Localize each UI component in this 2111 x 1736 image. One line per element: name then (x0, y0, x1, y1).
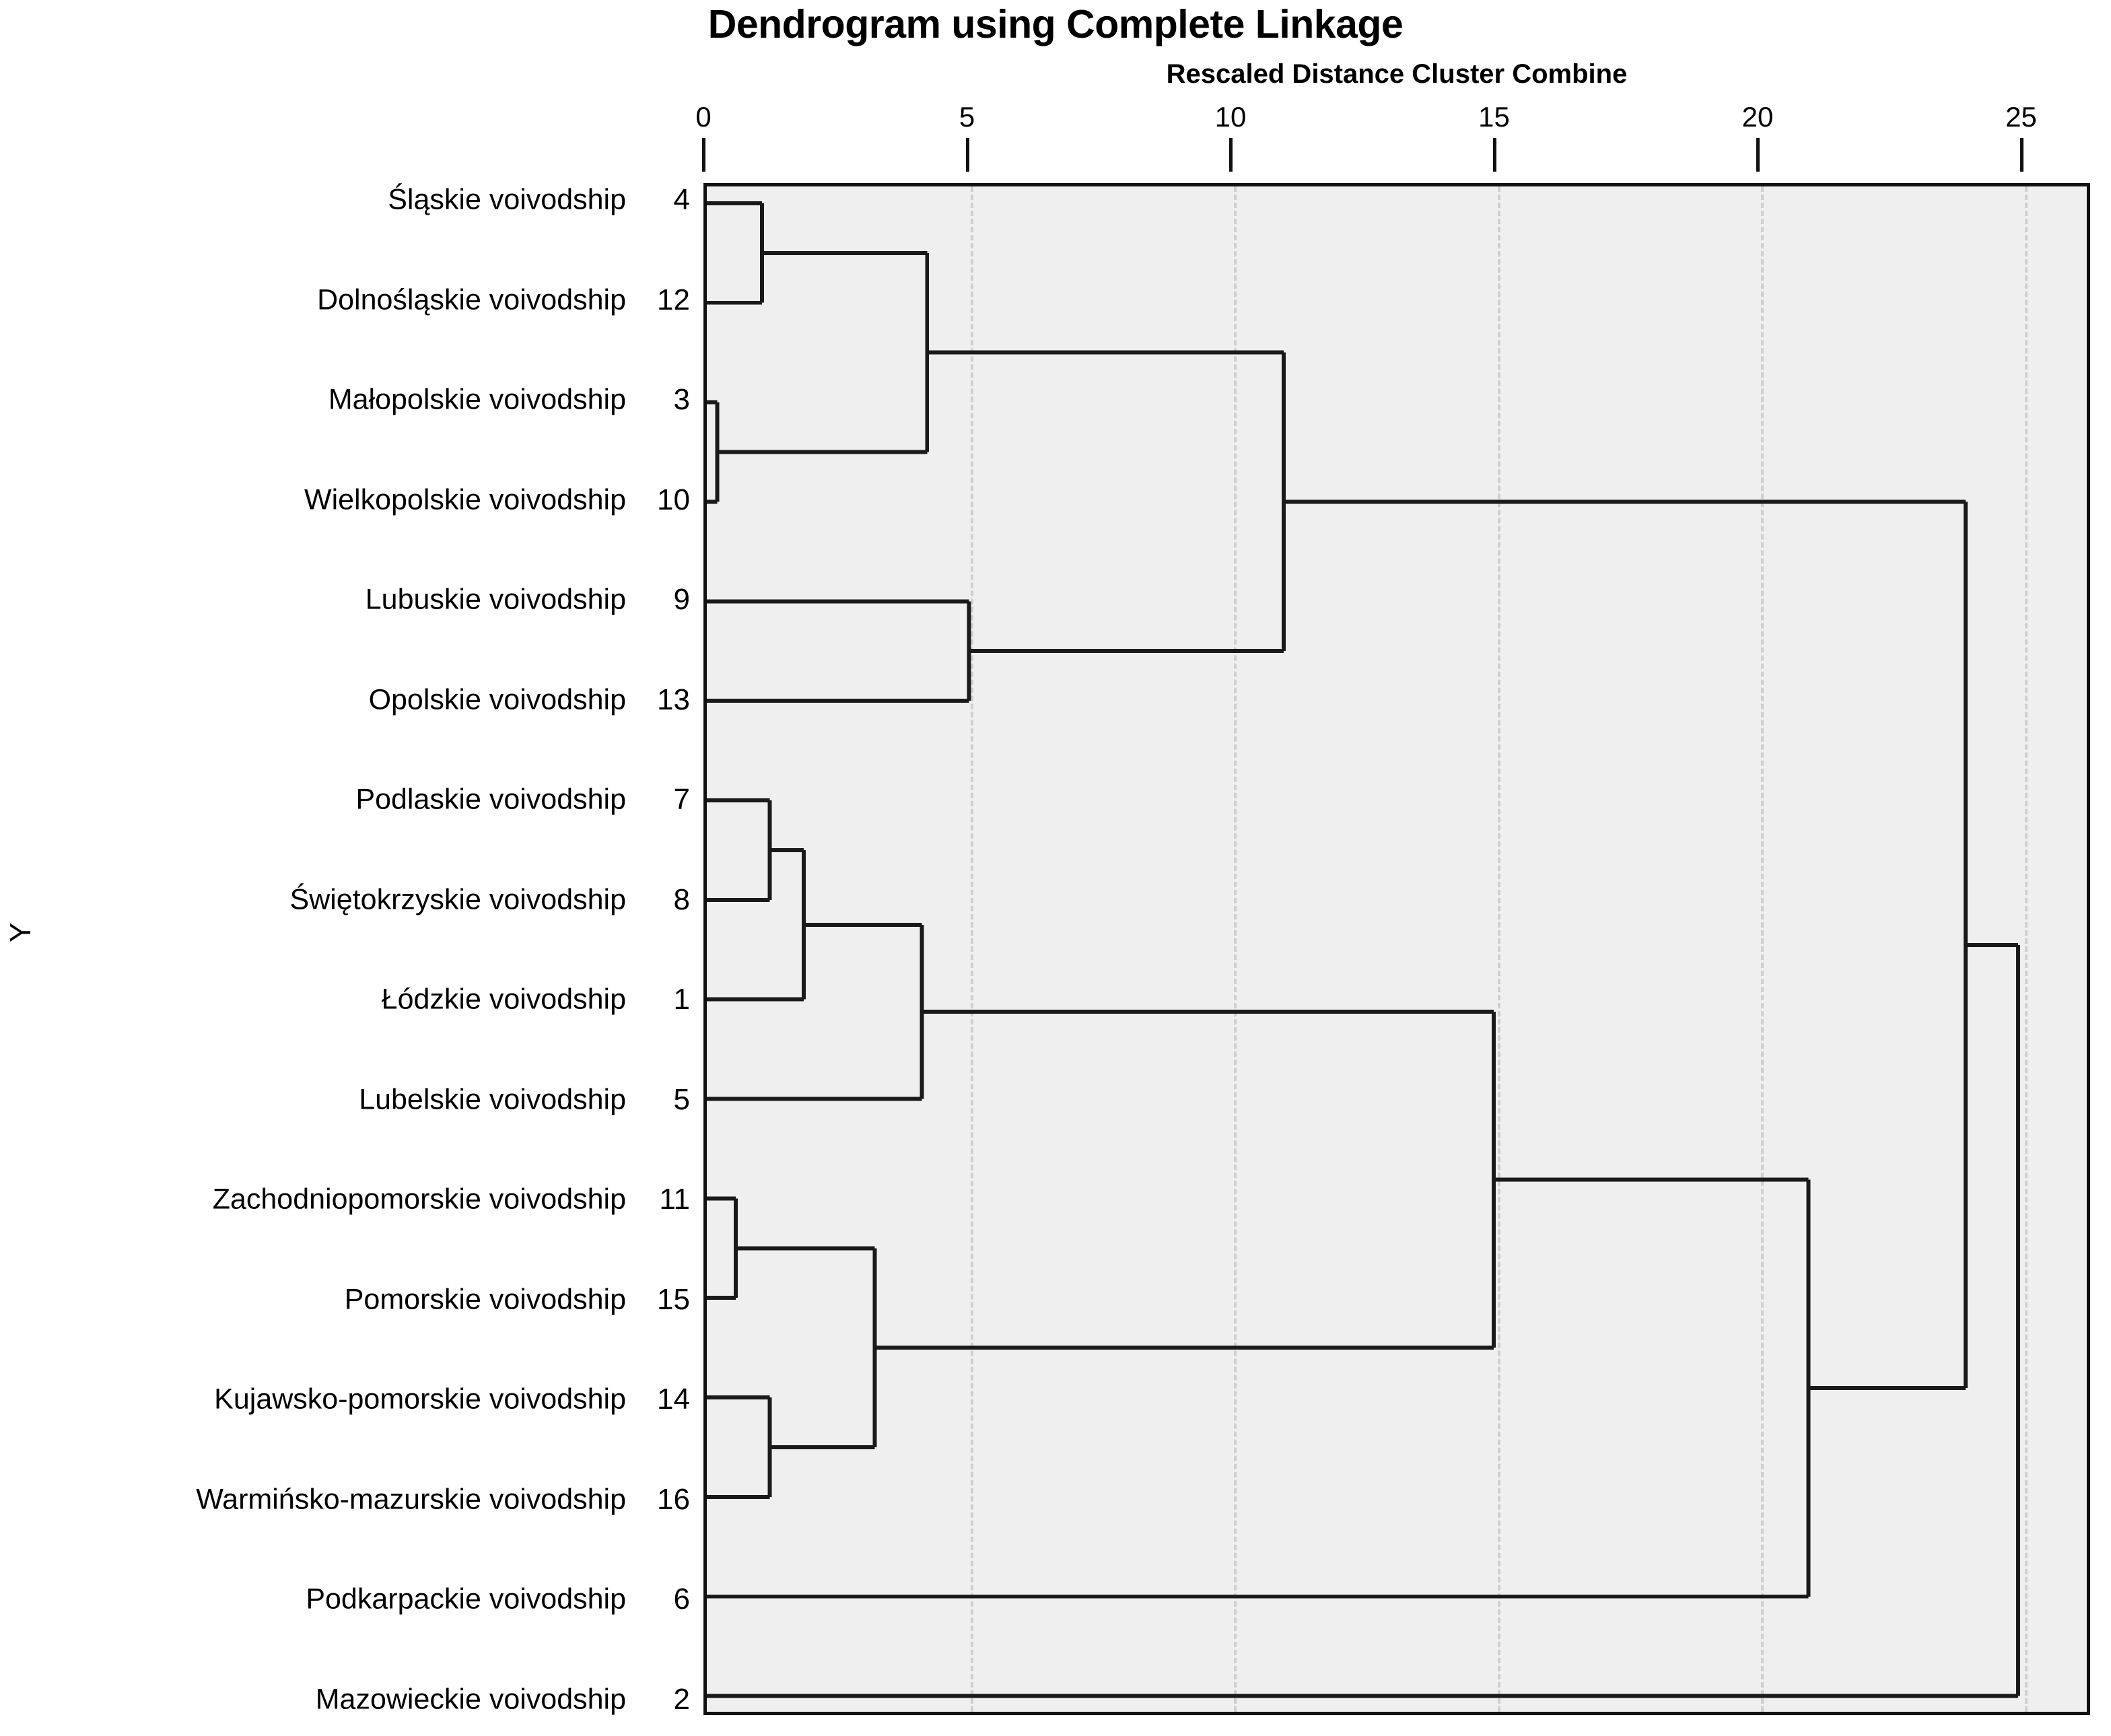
leaf-number: 2 (673, 1682, 690, 1716)
x-tick-label: 20 (1741, 101, 1774, 133)
leaf-label: Łódzkie voivodship (381, 983, 626, 1016)
leaf-number: 4 (673, 183, 690, 216)
chart-title: Dendrogram using Complete Linkage (707, 2, 1404, 46)
y-axis-label: Y (4, 922, 37, 942)
leaf-number: 12 (657, 283, 690, 316)
leaf-number: 6 (673, 1583, 690, 1616)
x-tick-mark (1492, 138, 1496, 172)
x-tick-label: 0 (695, 101, 712, 133)
leaf-label: Lubelskie voivodship (359, 1083, 626, 1115)
leaf-label: Śląskie voivodship (388, 183, 626, 216)
leaf-number: 16 (657, 1482, 690, 1516)
leaf-label: Wielkopolskie voivodship (304, 483, 626, 516)
gridline (1761, 186, 1764, 1712)
chart-subtitle: Rescaled Distance Cluster Combine (1166, 59, 1628, 89)
gridline (1234, 186, 1237, 1712)
gridline (970, 186, 973, 1712)
leaf-number: 5 (673, 1082, 690, 1116)
leaf-number: 14 (657, 1383, 690, 1416)
x-tick-mark (1229, 138, 1233, 172)
leaf-label: Opolskie voivodship (368, 683, 626, 716)
leaf-number: 8 (673, 882, 690, 916)
leaf-number: 11 (659, 1183, 690, 1216)
leaf-number: 3 (673, 383, 690, 416)
leaf-label: Dolnośląskie voivodship (317, 283, 626, 316)
leaf-label: Lubuskie voivodship (365, 583, 626, 616)
x-tick-mark (1756, 138, 1760, 172)
plot-area (703, 183, 2090, 1715)
leaf-label: Małopolskie voivodship (328, 383, 626, 416)
x-tick-label: 25 (2005, 101, 2037, 133)
leaf-label: Pomorskie voivodship (344, 1283, 626, 1315)
x-tick-label: 5 (959, 101, 975, 133)
leaf-label: Podkarpackie voivodship (306, 1583, 626, 1616)
leaf-number: 10 (657, 483, 690, 516)
leaf-number: 13 (657, 683, 690, 716)
dendrogram-tree (707, 201, 2020, 1698)
x-tick-label: 10 (1214, 101, 1247, 133)
leaf-label: Świętokrzyskie voivodship (289, 883, 626, 915)
leaf-number: 1 (673, 983, 690, 1016)
gridline (2024, 186, 2028, 1712)
gridline (1497, 186, 1500, 1712)
leaf-number: 7 (673, 783, 690, 816)
leaf-number: 15 (657, 1282, 690, 1316)
x-tick-mark (702, 138, 705, 172)
leaf-number: 9 (673, 583, 690, 616)
leaf-label: Mazowieckie voivodship (315, 1683, 626, 1715)
x-tick-label: 15 (1478, 101, 1510, 133)
leaf-label: Podlaskie voivodship (355, 783, 626, 816)
leaf-label: Kujawsko-pomorskie voivodship (214, 1383, 626, 1416)
leaf-label: Warmińsko-mazurskie voivodship (196, 1483, 626, 1515)
x-tick-mark (965, 138, 969, 172)
leaf-label: Zachodniopomorskie voivodship (212, 1183, 626, 1216)
x-tick-mark (2019, 138, 2023, 172)
